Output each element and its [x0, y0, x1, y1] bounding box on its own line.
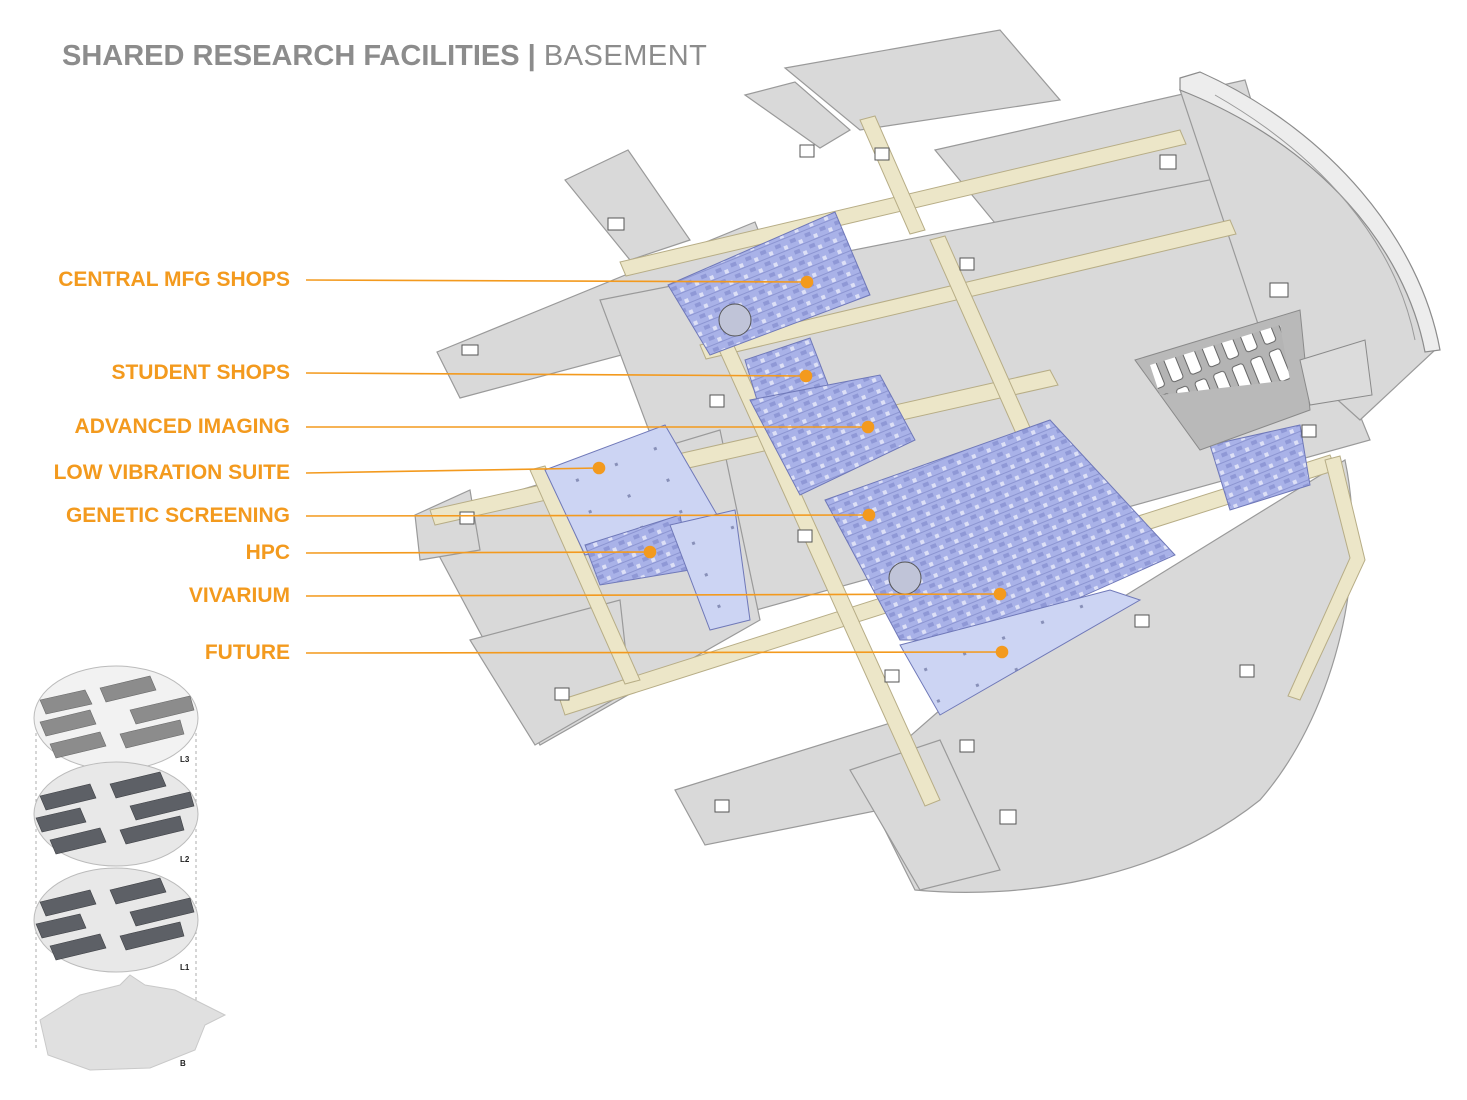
round-feature-mfg: [718, 303, 752, 337]
leader-central-mfg-shops: [305, 279, 808, 283]
level-l3: [33, 665, 199, 771]
wing-top-2: [743, 81, 852, 149]
area-advanced-imaging: [749, 374, 916, 496]
title-separator: |: [527, 40, 536, 72]
roof-curve: [1179, 71, 1441, 353]
level-b: [39, 974, 227, 1071]
stair-cores: [459, 144, 1317, 825]
stair-core: [1269, 282, 1289, 298]
stair-core: [714, 799, 730, 813]
round-feature-vivarium: [888, 561, 922, 595]
stair-core: [461, 344, 479, 356]
area-central-mfg-shops: [667, 211, 871, 356]
level-tag-l3: L3: [180, 755, 190, 764]
leader-dot-hpc: [643, 545, 657, 559]
leader-dot-future: [995, 645, 1009, 659]
stair-core: [799, 144, 815, 158]
stair-core: [884, 669, 900, 683]
label-genetic-screening: GENETIC SCREENING: [65, 504, 290, 527]
level-tag-l2: L2: [180, 855, 190, 864]
wing-top-1: [564, 149, 691, 261]
stair-core: [459, 511, 475, 525]
label-low-vibration-suite: LOW VIBRATION SUITE: [53, 461, 290, 484]
title-sub: BASEMENT: [543, 40, 708, 72]
leader-genetic-screening: [305, 514, 870, 517]
leader-low-vibration-suite: [305, 467, 600, 474]
wing-top-3: [783, 29, 1062, 131]
leader-student-shops: [305, 372, 807, 377]
label-advanced-imaging: ADVANCED IMAGING: [74, 415, 290, 438]
stair-core: [709, 394, 725, 408]
label-hpc: HPC: [245, 541, 290, 564]
program-group: [544, 211, 1311, 716]
leader-lines: [305, 275, 1009, 659]
loading-dock-trucks: [1150, 325, 1290, 395]
stair-core: [959, 257, 975, 271]
level-stack-diagram: L3 L2 L1: [33, 665, 227, 1071]
stair-core: [1239, 664, 1255, 678]
title-main: SHARED RESEARCH FACILITIES: [62, 40, 520, 72]
level-l1: [33, 867, 199, 973]
leader-dot-genetic-screening: [862, 508, 876, 522]
stair-core: [1134, 614, 1150, 628]
stair-core: [554, 687, 570, 701]
stair-core: [999, 809, 1017, 825]
leader-dot-low-vibration-suite: [592, 461, 606, 475]
level-l2: [33, 761, 199, 867]
stair-core: [959, 739, 975, 753]
leader-dot-vivarium: [993, 587, 1007, 601]
leader-hpc: [305, 551, 651, 554]
roof-curve-inner: [1214, 94, 1416, 341]
stair-core: [1159, 154, 1177, 170]
corridor-vertical-5: [1287, 455, 1366, 701]
level-tag-l1: L1: [180, 963, 190, 972]
stair-core: [607, 217, 625, 231]
loading-dock-platform: [1299, 339, 1373, 406]
leader-dot-central-mfg-shops: [800, 275, 814, 289]
leader-future: [305, 651, 1003, 654]
level-tag-b: B: [180, 1059, 186, 1068]
corridor-vertical-3: [859, 115, 926, 235]
corridor-vertical-4: [529, 465, 641, 685]
stair-core: [797, 529, 813, 543]
leader-dot-student-shops: [799, 369, 813, 383]
label-central-mfg-shops: CENTRAL MFG SHOPS: [58, 268, 290, 291]
stair-core: [1301, 424, 1317, 438]
label-student-shops: STUDENT SHOPS: [111, 361, 290, 384]
leader-dot-advanced-imaging: [861, 420, 875, 434]
page-title: SHARED RESEARCH FACILITIES | BASEMENT: [62, 40, 707, 73]
leader-vivarium: [305, 593, 1001, 597]
stair-core: [874, 147, 890, 161]
label-vivarium: VIVARIUM: [188, 584, 290, 607]
area-future: [899, 589, 1142, 716]
label-future: FUTURE: [204, 641, 290, 664]
area-east-lab: [1209, 424, 1311, 511]
